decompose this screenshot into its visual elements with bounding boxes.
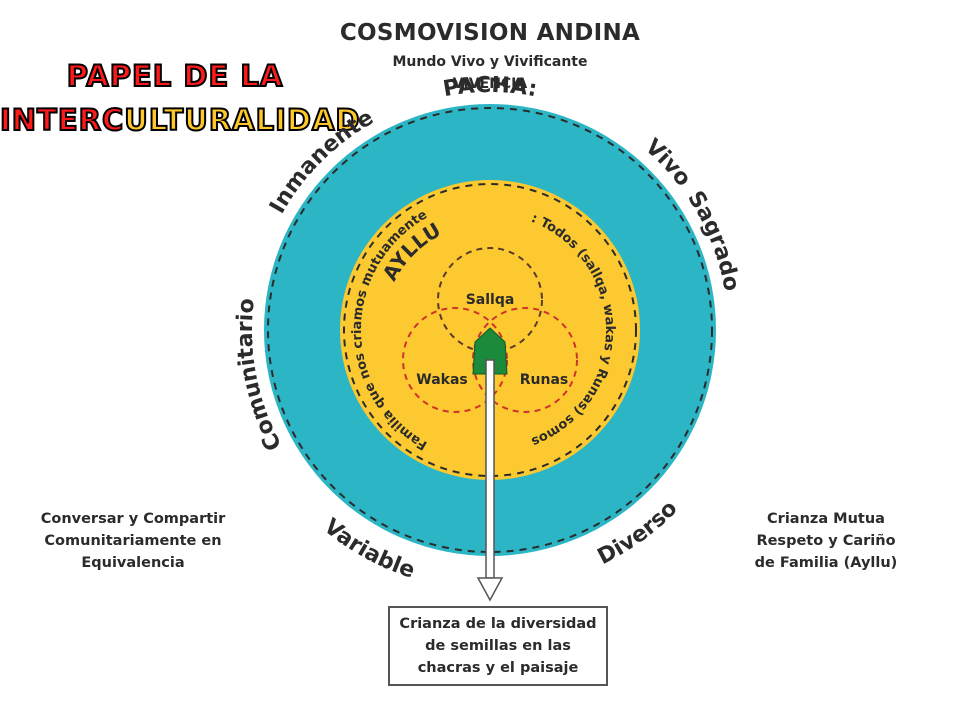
arrow-head-icon: [476, 577, 504, 602]
seed-box-line: Crianza de la diversidad: [399, 616, 597, 632]
circle-wakas: [402, 307, 508, 413]
diagram-tagline: VIVENCIA: [452, 76, 528, 92]
banner-line-2-gold: ULTURALIDAD: [123, 103, 361, 137]
banner-line-2: INTERCULTURALIDAD: [0, 103, 360, 137]
right-note-line: de Familia (Ayllu): [754, 555, 898, 571]
banner-line-1: PAPEL DE LA: [66, 59, 284, 93]
right-note-line: Crianza Mutua: [767, 511, 885, 527]
diagram-title: COSMOVISION ANDINA: [339, 20, 641, 46]
right-note-line: Respeto y Cariño: [756, 533, 896, 549]
banner-line-2-red: INTERC: [0, 103, 125, 137]
inner-ring-dashed-border: [343, 183, 637, 477]
left-note-line: Equivalencia: [81, 555, 185, 571]
outer-ring-dashed-border: [267, 107, 713, 553]
left-note-line: Conversar y Compartir: [40, 511, 226, 527]
seed-diversity-box: Crianza de la diversidad de semillas en …: [388, 606, 608, 686]
label-runas: Runas: [520, 372, 569, 388]
label-wakas: Wakas: [416, 372, 467, 388]
right-note: Crianza Mutua Respeto y Cariño de Famili…: [726, 508, 926, 574]
seed-box-line: de semillas en las: [425, 638, 571, 654]
circle-runas: [472, 307, 578, 413]
diagram-subtitle: Mundo Vivo y Vivificante: [392, 54, 588, 70]
word-pacha: PACHA:: [441, 73, 539, 102]
left-note-line: Comunitariamente en: [44, 533, 222, 549]
label-sallqa: Sallqa: [466, 292, 515, 308]
seed-box-line: chacras y el paisaje: [417, 660, 579, 676]
arrow-shaft: [485, 359, 495, 579]
left-note: Conversar y Compartir Comunitariamente e…: [18, 508, 248, 574]
